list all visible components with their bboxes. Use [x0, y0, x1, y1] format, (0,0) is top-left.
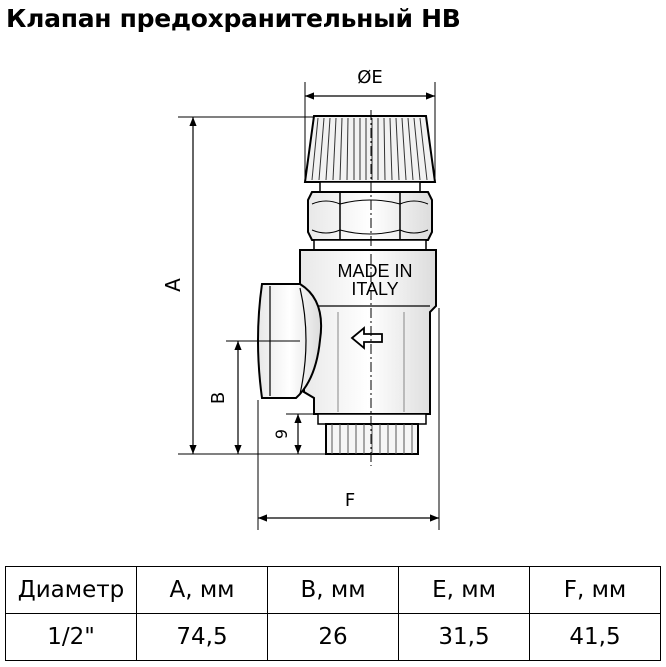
- cell-a: 74,5: [136, 613, 268, 661]
- valve-cap: [303, 115, 437, 193]
- label-a: A: [161, 278, 185, 292]
- valve-drawing: MADE IN ITALY ØE: [161, 67, 440, 530]
- hex-nut: [307, 191, 433, 251]
- valve-body: MADE IN ITALY: [299, 249, 437, 415]
- label-diameter-e: ØE: [357, 67, 383, 88]
- spec-table: Диаметр A, мм B, мм E, мм F, мм 1/2" 74,…: [5, 566, 661, 661]
- dimension-a: A: [161, 116, 326, 455]
- dimension-nine: 9: [272, 413, 318, 454]
- label-nine: 9: [272, 429, 291, 439]
- table-header-row: Диаметр A, мм B, мм E, мм F, мм: [5, 566, 661, 614]
- flow-arrow-icon: [350, 326, 383, 350]
- dimension-b: B: [208, 340, 300, 454]
- dimension-f: F: [257, 308, 440, 530]
- header-f: F, мм: [529, 566, 661, 614]
- stamp-made-in: MADE IN: [337, 261, 412, 281]
- label-f: F: [345, 490, 355, 511]
- cell-e: 31,5: [398, 613, 530, 661]
- bottom-thread: [317, 413, 427, 455]
- cell-diameter: 1/2": [5, 613, 137, 661]
- page-title: Клапан предохранительный НВ: [6, 4, 461, 33]
- dimension-e: ØE: [304, 67, 436, 182]
- table-row: 1/2" 74,5 26 31,5 41,5: [5, 613, 661, 661]
- header-e: E, мм: [398, 566, 530, 614]
- label-b: B: [208, 392, 229, 404]
- cell-b: 26: [267, 613, 399, 661]
- cell-f: 41,5: [529, 613, 661, 661]
- header-diameter: Диаметр: [5, 566, 137, 614]
- stamp-italy: ITALY: [351, 279, 398, 299]
- header-b: B, мм: [267, 566, 399, 614]
- header-a: A, мм: [136, 566, 268, 614]
